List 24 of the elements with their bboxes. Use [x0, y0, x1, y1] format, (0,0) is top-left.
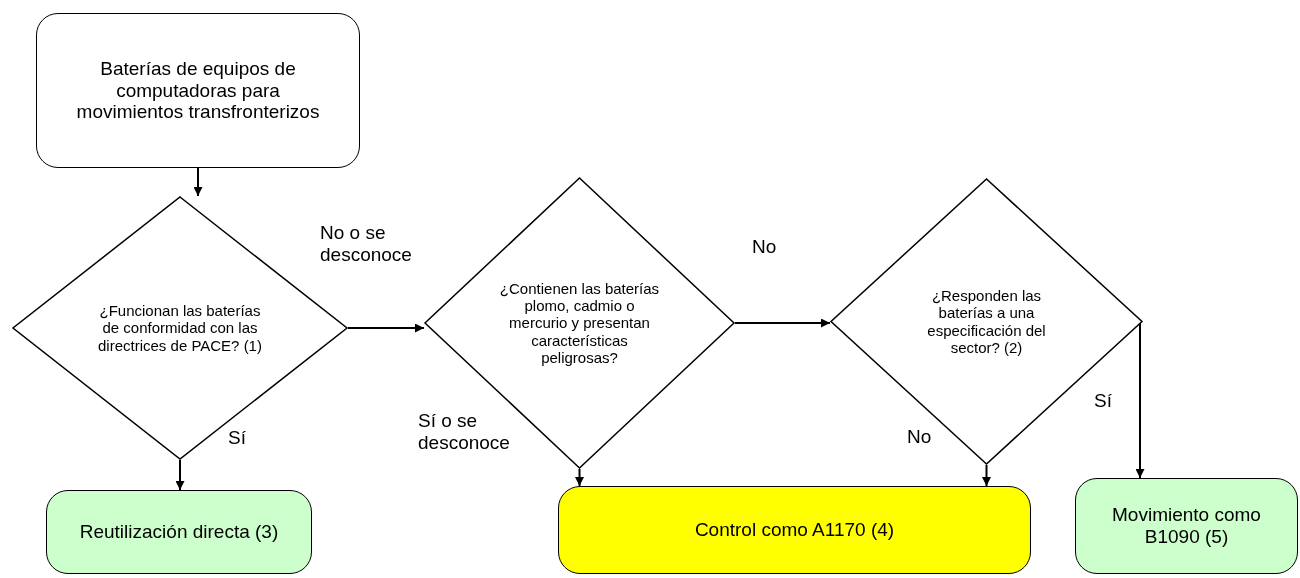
edge-label: Sí [228, 427, 247, 449]
node-text: Baterías de equipos de computadoras para movimientos transfronterizos [75, 57, 321, 124]
outcome-box [1075, 478, 1298, 574]
edge-label: No o se desconoce [320, 222, 413, 266]
node-text: Control como A1170 (4) [694, 519, 895, 541]
node-text: ¿Responden las baterías a una especificación del sector? (2) [926, 287, 1047, 356]
arrow [175, 459, 185, 491]
node-text: ¿Funcionan las baterías de conformidad con las directrices de PACE? (1) [97, 302, 263, 354]
edge-label: Sí [1094, 390, 1113, 412]
arrow [734, 318, 831, 328]
node-text: ¿Contienen las baterías plomo, cadmio o mercurio y presentan características peligrosas? [499, 279, 660, 367]
edge-label: Sí o se desconoce [418, 410, 511, 454]
edge-label: No [907, 426, 933, 448]
decision-diamond [830, 178, 1143, 465]
arrow [193, 167, 203, 197]
node-text: Movimiento como B1090 (5) [1111, 504, 1262, 548]
arrow [575, 468, 584, 487]
arrow [982, 464, 991, 487]
arrow [347, 323, 425, 333]
edge-label: No [752, 236, 778, 258]
outcome-box [558, 486, 1031, 574]
outcome-box [46, 490, 312, 574]
node-text: Reutilización directa (3) [78, 521, 280, 543]
start-box [36, 13, 360, 168]
